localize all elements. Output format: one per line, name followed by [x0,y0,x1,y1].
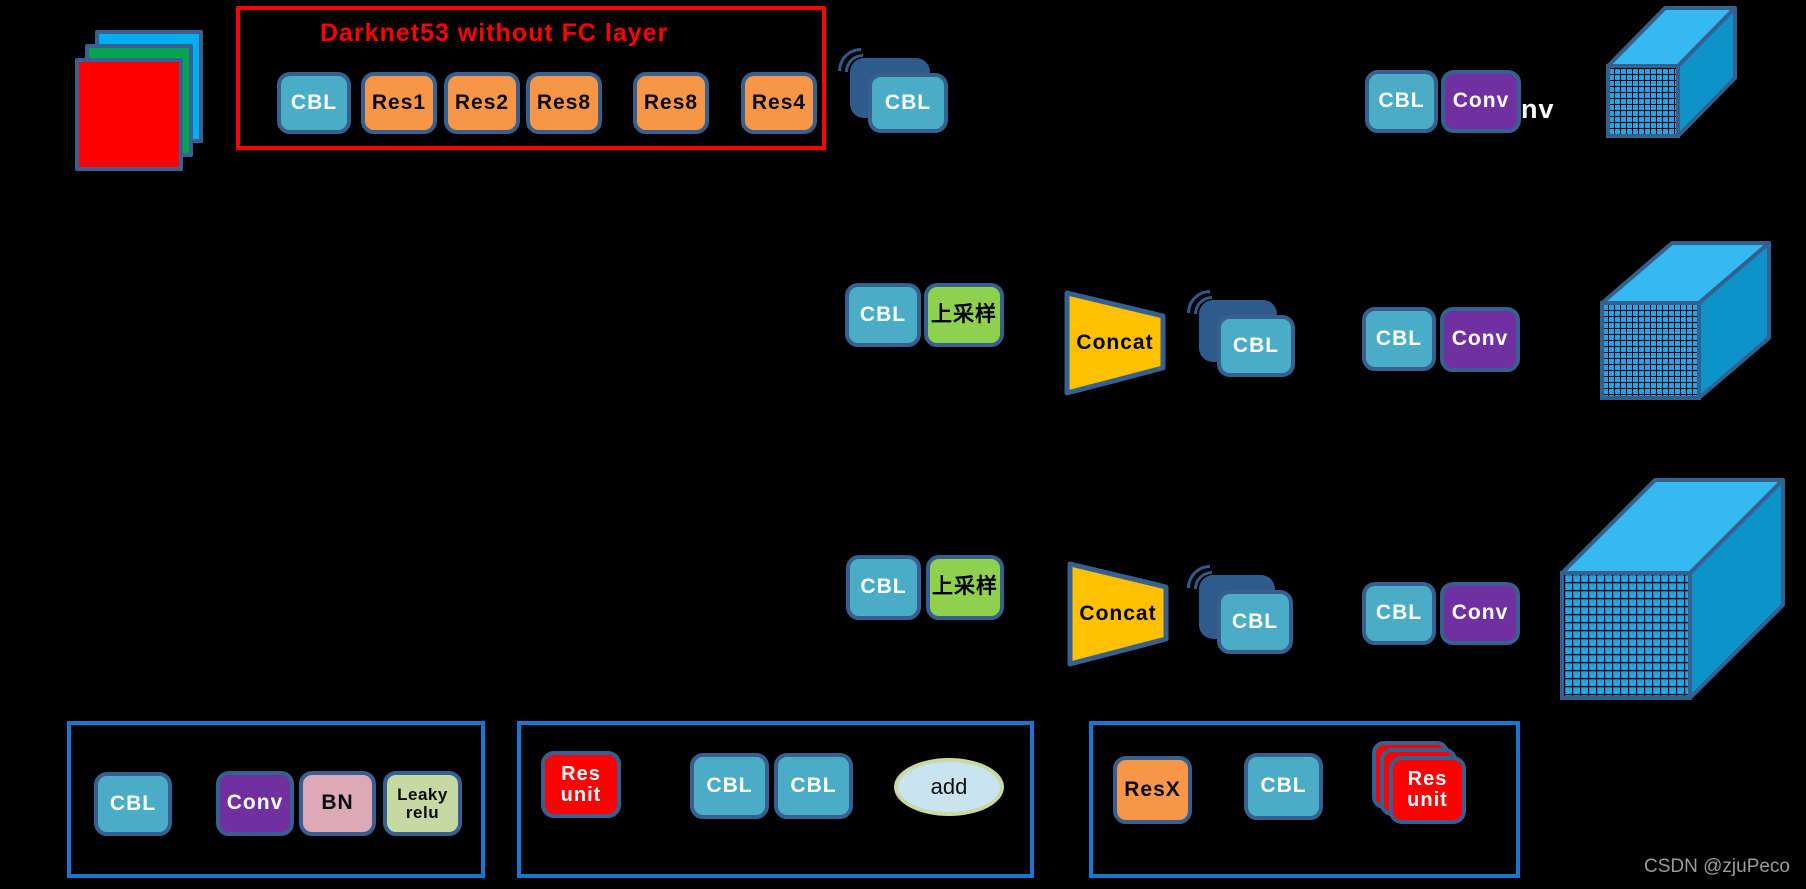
row3-upsample: 上采样 [926,555,1004,620]
backbone-cbl-block: CBL [277,72,351,134]
backbone-res8a-block: Res8 [526,72,602,134]
legend-bn-block: BN [299,771,376,836]
row2-upsample: 上采样 [924,283,1004,347]
backbone-title: Darknet53 without FC layer [320,19,669,47]
legend-res-unit-block: Res unit [541,751,621,818]
row3-stacked-cbl-label: CBL [1217,590,1293,654]
legend-res-cbl1-block: CBL [690,753,769,819]
row3-concat-label: Concat [1079,602,1157,625]
row3-stacked-cbl: CBL [1177,555,1293,654]
input-channel-red [75,58,183,171]
row3-head-conv: Conv [1440,582,1520,645]
row1-stacked-cbl: CBL [828,38,948,133]
feature-map-cube-3 [1560,478,1785,700]
row2-concat-label: Concat [1076,331,1154,354]
row2-cbl: CBL [845,283,921,347]
backbone-res1-block: Res1 [361,72,437,134]
row2-head-cbl: CBL [1362,307,1436,371]
backbone-res8b-block: Res8 [633,72,709,134]
feature-map-cube-2 [1600,241,1771,400]
row2-stacked-cbl-label: CBL [1217,315,1295,377]
legend-conv-block: Conv [216,771,294,836]
legend-leaky-relu-block: Leaky relu [383,771,462,836]
row2-head-conv: Conv [1440,307,1520,372]
overflow-conv-text: nv [1521,94,1555,124]
row1-head-cbl: CBL [1365,70,1438,133]
row2-concat: Concat [1064,290,1166,396]
legend-res-unit-front: Res unit [1389,756,1466,824]
watermark: CSDN @zjuPeco [1644,856,1790,877]
row1-stacked-cbl-label: CBL [868,73,948,133]
row1-head-conv: Conv [1441,70,1521,133]
backbone-frame: Darknet53 without FC layer CBL Res1 Res2… [236,6,826,150]
feature-map-cube-1 [1606,6,1737,138]
legend-resx-cbl-block: CBL [1244,753,1323,820]
legend-cbl-block: CBL [94,772,172,836]
row3-cbl: CBL [846,555,921,620]
backbone-res2-block: Res2 [444,72,520,134]
concat-trapezoid [1067,561,1169,667]
legend-add-ellipse: add [894,758,1004,816]
legend-res-unit-frame: Res unit CBL CBL add [517,721,1034,878]
backbone-res4-block: Res4 [741,72,817,134]
row2-stacked-cbl: CBL [1177,280,1295,377]
row3-concat: Concat [1067,561,1169,667]
row3-head-cbl: CBL [1362,582,1436,645]
concat-trapezoid [1064,290,1166,396]
legend-res-unit-stack: Res unit [1372,741,1466,824]
legend-resx-block: ResX [1113,756,1192,824]
legend-cbl-frame: CBL Conv BN Leaky relu [67,721,485,878]
legend-resx-frame: ResX CBL Res unit [1089,721,1520,878]
legend-res-cbl2-block: CBL [774,753,853,819]
